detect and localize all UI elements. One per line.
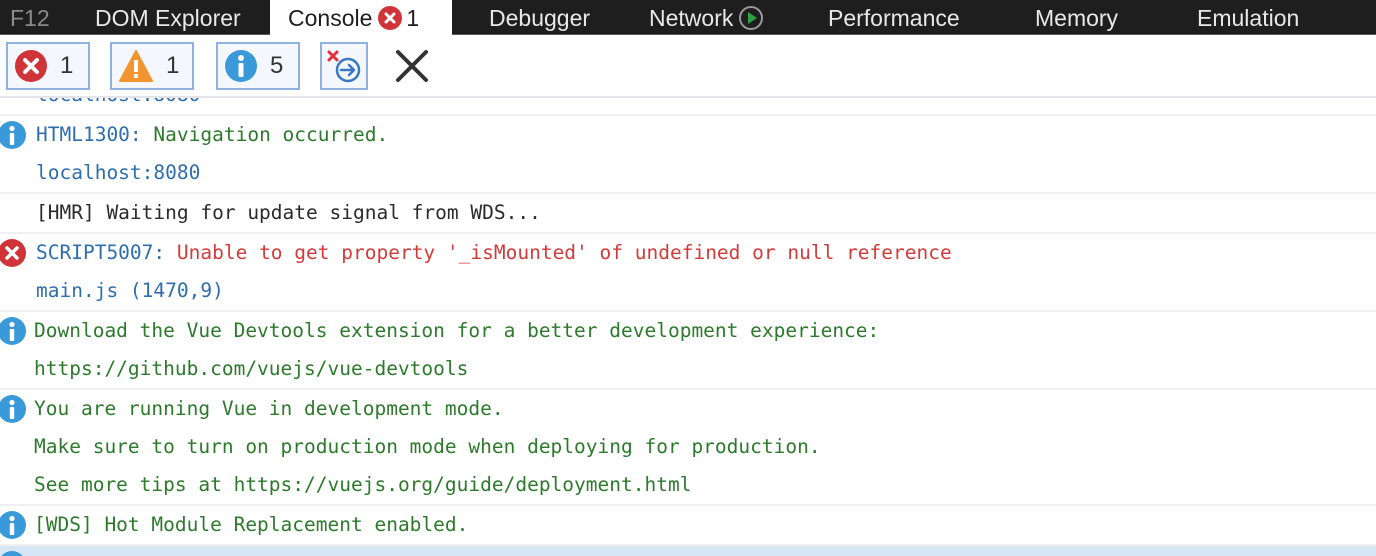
message-text: Download the Vue Devtools extension for … <box>34 319 880 342</box>
info-icon <box>0 317 26 345</box>
message-text: Make sure to turn on production mode whe… <box>34 435 821 458</box>
code-separator: : <box>129 123 154 146</box>
info-count: 5 <box>270 52 284 79</box>
tab-performance[interactable]: Performance <box>828 0 960 35</box>
tab-label: Debugger <box>489 4 591 31</box>
error-icon <box>0 239 26 267</box>
code-separator: : <box>153 241 177 264</box>
message-text: See more tips at https://vuejs.org/guide… <box>34 473 692 496</box>
message-text: [WDS] Live Reloading enabled. <box>0 546 1376 556</box>
error-icon <box>15 50 47 82</box>
tab-label: DOM Explorer <box>95 4 241 31</box>
tab-label: Performance <box>828 4 960 31</box>
warning-icon <box>119 50 153 82</box>
console-entry: localhost:8080 <box>0 98 1376 116</box>
f12-label: F12 <box>10 0 50 35</box>
console-output[interactable]: localhost:8080 HTML1300: Navigation occu… <box>0 98 1376 556</box>
info-icon <box>0 121 26 149</box>
message-text: [WDS] Hot Module Replacement enabled. <box>34 513 469 536</box>
info-icon <box>0 395 26 423</box>
f12-text: F12 <box>10 4 50 31</box>
warnings-count: 1 <box>166 52 180 79</box>
warnings-filter-button[interactable]: 1 <box>110 42 194 90</box>
message-line: HTML1300: Navigation occurred. <box>0 116 1376 154</box>
info-icon <box>225 50 257 82</box>
tab-label: Network <box>649 4 734 31</box>
console-entry-error: SCRIPT5007: Unable to get property '_isM… <box>0 234 1376 312</box>
message-text: Navigation occurred. <box>153 123 389 146</box>
tab-label: Console <box>288 5 373 31</box>
error-badge-icon <box>378 6 403 30</box>
message-code: SCRIPT5007 <box>36 241 154 264</box>
source-link[interactable]: localhost:8080 <box>36 161 201 184</box>
tab-console[interactable]: Console 1 <box>270 0 452 36</box>
devtools-tab-bar: F12 DOM Explorer Console 1 Debugger Netw… <box>0 0 1376 36</box>
play-icon <box>739 5 764 30</box>
clear-console-button[interactable] <box>388 42 436 90</box>
close-icon <box>396 50 428 82</box>
source-link[interactable]: localhost:8080 <box>0 98 1376 114</box>
info-icon <box>0 551 26 556</box>
console-entry-info: Download the Vue Devtools extension for … <box>0 312 1376 390</box>
console-entry-info: You are running Vue in development mode.… <box>0 390 1376 506</box>
tab-memory[interactable]: Memory <box>1035 0 1118 35</box>
clear-on-navigate-toggle[interactable] <box>320 42 368 90</box>
console-entry-info-selected[interactable]: [WDS] Live Reloading enabled. <box>0 546 1376 556</box>
console-toolbar: 1 1 5 <box>0 36 1376 98</box>
tab-debugger[interactable]: Debugger <box>489 0 590 35</box>
console-entry-info: HTML1300: Navigation occurred. localhost… <box>0 116 1376 194</box>
message-text: https://github.com/vuejs/vue-devtools <box>34 357 469 380</box>
tab-label: Memory <box>1035 4 1119 31</box>
message-text: [HMR] Waiting for update signal from WDS… <box>36 201 541 224</box>
errors-count: 1 <box>60 52 74 79</box>
message-text: Unable to get property '_isMounted' of u… <box>176 241 952 264</box>
console-entry-log: [HMR] Waiting for update signal from WDS… <box>0 194 1376 234</box>
tab-emulation[interactable]: Emulation <box>1197 0 1299 35</box>
error-badge-count: 1 <box>406 5 420 31</box>
message-text: You are running Vue in development mode. <box>34 397 504 420</box>
message-code: HTML1300 <box>36 123 130 146</box>
message-line: SCRIPT5007: Unable to get property '_isM… <box>0 234 1376 272</box>
clear-on-navigate-icon <box>327 50 361 83</box>
tab-label: Emulation <box>1197 4 1300 31</box>
tab-network[interactable]: Network <box>649 0 764 35</box>
console-entry-info: [WDS] Hot Module Replacement enabled. <box>0 506 1376 546</box>
tab-dom-explorer[interactable]: DOM Explorer <box>95 0 241 35</box>
info-filter-button[interactable]: 5 <box>216 42 300 90</box>
errors-filter-button[interactable]: 1 <box>6 42 90 90</box>
source-link[interactable]: main.js (1470,9) <box>36 279 224 302</box>
info-icon <box>0 511 26 539</box>
